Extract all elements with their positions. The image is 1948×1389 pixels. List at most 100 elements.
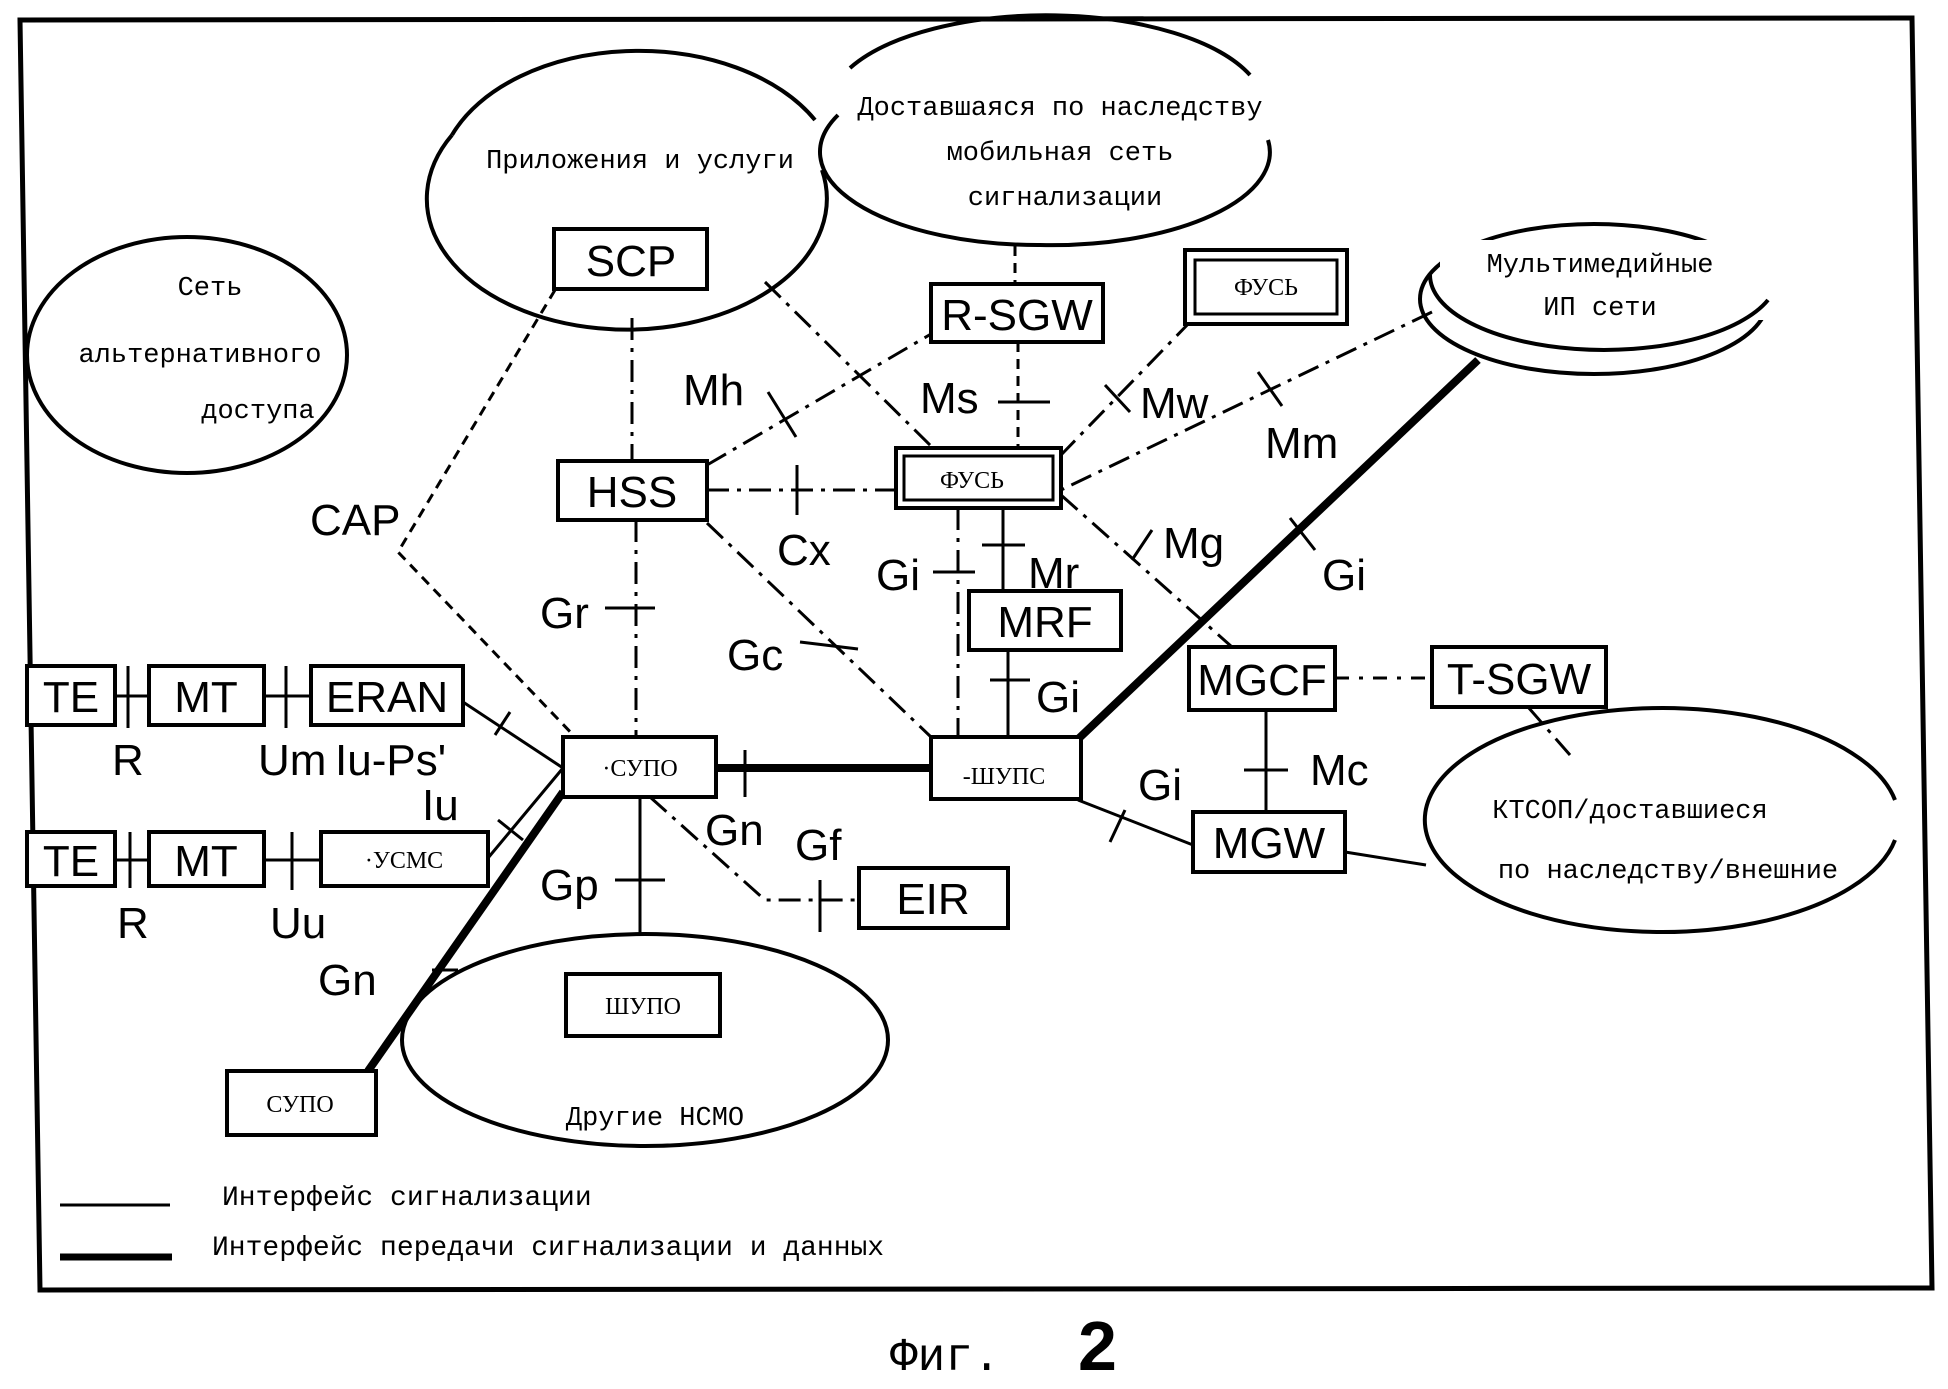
node-cscf[interactable]: ФУСЬ (894, 446, 1063, 510)
node-ggsn-other[interactable]: ШУПО (564, 972, 722, 1038)
label-gc: Gc (727, 631, 783, 680)
label-mw: Mw (1140, 379, 1209, 428)
domain-alt-access: Сеть альтернативного доступа (25, 235, 349, 475)
domain-alt-access-line3: доступа (201, 397, 314, 427)
node-mt2-label: MT (174, 837, 238, 886)
label-gn-other: Gn (318, 956, 377, 1005)
node-eir-label: EIR (896, 875, 969, 924)
link-gc (705, 521, 933, 739)
link-gf (648, 795, 859, 902)
node-cscf-top[interactable]: ФУСЬ (1183, 248, 1349, 326)
node-mgcf-label: MGCF (1197, 656, 1327, 705)
label-cap: CAP (310, 496, 400, 545)
link-gi-mgw (1077, 798, 1194, 847)
node-eran-label: ERAN (326, 673, 448, 722)
node-rsgw-label: R-SGW (941, 291, 1093, 340)
domain-alt-access-line2: альтернативного (78, 341, 321, 371)
domain-multimedia-ip: Мультимедийные ИП сети (1418, 222, 1770, 376)
label-r1: R (112, 736, 144, 785)
node-tsgw[interactable]: T-SGW (1430, 645, 1608, 709)
label-iups: Iu-Ps' (335, 736, 446, 785)
legend-signalling-label: Интерфейс сигнализации (222, 1183, 592, 1214)
domain-other-plmn: Другие НСМО (400, 932, 890, 1148)
link-tsgw-pstn (1526, 706, 1572, 756)
node-eir[interactable]: EIR (857, 866, 1010, 930)
node-mt1[interactable]: MT (147, 664, 266, 727)
node-te1[interactable]: TE (25, 664, 117, 727)
domain-legacy-line2: мобильная сеть (947, 139, 1174, 169)
label-cx: Cx (777, 526, 831, 575)
node-mt1-label: MT (174, 673, 238, 722)
domain-other-plmn-label: Другие НСМО (566, 1104, 744, 1134)
link-cap (396, 289, 580, 742)
node-ggsn[interactable]: -ШУПС (929, 735, 1083, 801)
domain-pstn: КТСОП/доставшиеся по наследству/внешние (1422, 706, 1897, 934)
link-gi-ggsn-multimedia (1072, 357, 1481, 745)
node-scp-label: SCP (586, 237, 676, 286)
node-sgsn-label: ·СУПО (602, 756, 677, 782)
legend: Интерфейс сигнализации Интерфейс передач… (60, 1183, 884, 1264)
node-hss[interactable]: HSS (556, 459, 709, 522)
label-r2: R (117, 899, 149, 948)
link-mm (1060, 310, 1433, 492)
interface-ticks (126, 371, 1317, 972)
node-utran-label: ·УСМС (365, 848, 443, 874)
label-gp: Gp (540, 861, 599, 910)
label-mc: Mc (1310, 746, 1369, 795)
node-cscf-label: ФУСЬ (940, 468, 1004, 494)
link-mw (1059, 318, 1194, 457)
link-iups (462, 700, 564, 770)
interface-labels: CAP Mh Ms Mw Mm Cx Gi Mr Mg Gi Gr Gc Gi … (112, 366, 1369, 1005)
node-utran[interactable]: ·УСМС (319, 830, 490, 888)
label-iu: Iu (422, 781, 459, 830)
node-mgw-label: MGW (1213, 819, 1326, 868)
caption-number: 2 (1078, 1307, 1117, 1385)
node-scp[interactable]: SCP (552, 227, 709, 291)
label-mm: Mm (1265, 419, 1338, 468)
node-eran[interactable]: ERAN (309, 664, 465, 727)
legend-data-label: Интерфейс передачи сигнализации и данных (212, 1233, 884, 1264)
node-ggsn-label: -ШУПС (963, 764, 1046, 790)
label-gi-multimedia: Gi (1322, 551, 1366, 600)
node-cscf-top-label: ФУСЬ (1234, 275, 1298, 301)
domain-alt-access-line1: Сеть (178, 274, 243, 304)
link-scp-cscf (763, 280, 937, 452)
node-sgsn-other[interactable]: СУПО (225, 1069, 378, 1137)
label-gi-mgw: Gi (1138, 761, 1182, 810)
domain-apps-services-label: Приложения и услуги (486, 147, 794, 177)
label-gi-mrf: Gi (1036, 673, 1080, 722)
link-mg (1060, 493, 1233, 649)
label-ms: Ms (920, 374, 979, 423)
node-rsgw[interactable]: R-SGW (929, 282, 1105, 344)
node-ggsn-other-label: ШУПО (605, 994, 681, 1020)
node-sgsn[interactable]: ·СУПО (561, 735, 718, 799)
node-sgsn-other-label: СУПО (266, 1092, 333, 1118)
node-mgcf[interactable]: MGCF (1187, 645, 1337, 712)
link-iu (486, 767, 565, 859)
label-mh: Mh (683, 366, 744, 415)
label-mr: Mr (1028, 549, 1079, 598)
domain-pstn-line1: КТСОП/доставшиеся (1492, 797, 1767, 827)
domain-apps-services: Приложения и услуги (424, 48, 829, 332)
domain-pstn-line2: по наследству/внешние (1498, 857, 1838, 887)
node-mgw[interactable]: MGW (1191, 810, 1347, 874)
link-mh (706, 332, 932, 467)
label-gf: Gf (795, 821, 842, 870)
domain-multimedia-line1: Мультимедийные (1487, 251, 1714, 281)
node-mt2[interactable]: MT (147, 830, 266, 888)
node-mrf[interactable]: MRF (967, 589, 1123, 652)
label-mg: Mg (1163, 519, 1224, 568)
label-gi-cscf: Gi (876, 551, 920, 600)
domain-legacy-line1: Доставшаяся по наследству (857, 94, 1262, 124)
label-gr: Gr (540, 589, 589, 638)
caption-prefix: Фиг. (890, 1332, 1000, 1384)
node-hss-label: HSS (587, 468, 677, 517)
node-mrf-label: MRF (997, 598, 1092, 647)
node-te2-label: TE (43, 837, 99, 886)
figure-caption: Фиг. 2 (890, 1307, 1117, 1385)
node-te1-label: TE (43, 673, 99, 722)
link-gn-sgsn-other (364, 789, 567, 1074)
node-te2[interactable]: TE (25, 830, 117, 888)
label-um: Um (258, 736, 326, 785)
